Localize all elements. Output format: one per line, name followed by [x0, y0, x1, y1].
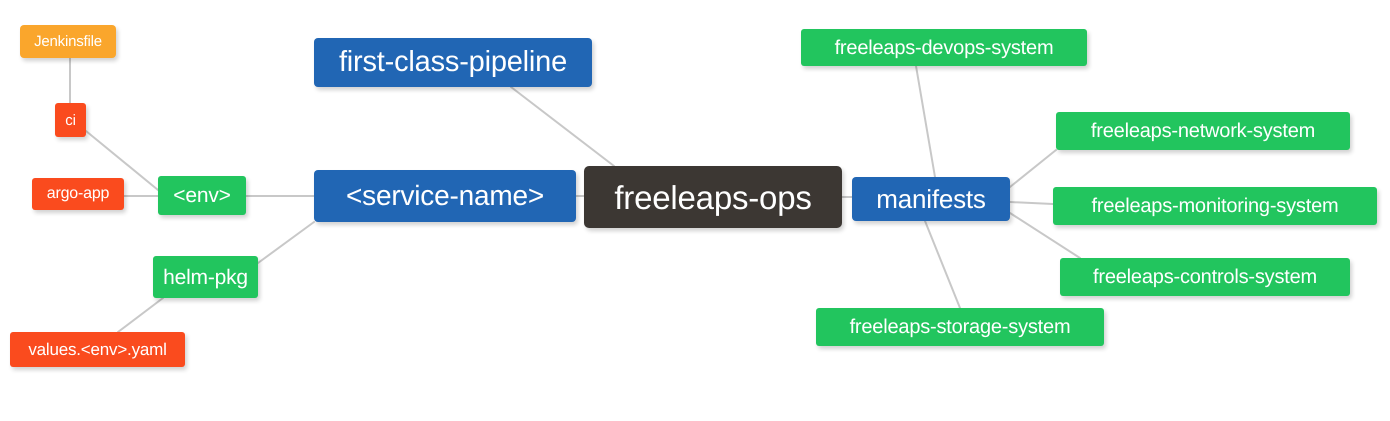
node-label: first-class-pipeline	[338, 46, 568, 78]
edge-first-class-pipeline-to-freeleaps-ops	[510, 86, 615, 167]
node-helm-pkg[interactable]: helm-pkg	[153, 256, 258, 298]
node-label: freeleaps-devops-system	[834, 36, 1054, 59]
node-freeleaps-monitoring-system[interactable]: freeleaps-monitoring-system	[1053, 187, 1377, 225]
node-argo-app[interactable]: argo-app	[32, 178, 124, 210]
node-service-name[interactable]: <service-name>	[314, 170, 576, 222]
node-label: argo-app	[46, 185, 110, 202]
node-label: <service-name>	[346, 180, 544, 211]
node-label: manifests	[876, 184, 986, 214]
node-label: freeleaps-monitoring-system	[1091, 195, 1339, 217]
node-jenkinsfile[interactable]: Jenkinsfile	[20, 25, 116, 58]
node-label: freeleaps-storage-system	[849, 316, 1071, 338]
node-label: freeleaps-network-system	[1090, 120, 1316, 142]
node-freeleaps-ops[interactable]: freeleaps-ops	[584, 166, 842, 228]
node-freeleaps-network-system[interactable]: freeleaps-network-system	[1056, 112, 1350, 150]
node-label: freeleaps-ops	[614, 178, 812, 216]
node-label: values.<env>.yaml	[28, 340, 167, 359]
edge-service-name-to-helm-pkg	[257, 221, 315, 264]
node-freeleaps-controls-system[interactable]: freeleaps-controls-system	[1060, 258, 1350, 296]
edge-manifests-to-freeleaps-monitoring-system	[1009, 201, 1054, 205]
node-env[interactable]: <env>	[158, 176, 246, 215]
node-label: ci	[65, 111, 76, 129]
edge-manifests-to-freeleaps-devops-system	[915, 65, 936, 178]
node-label: <env>	[173, 184, 231, 207]
node-manifests[interactable]: manifests	[852, 177, 1010, 221]
node-values-yaml[interactable]: values.<env>.yaml	[10, 332, 185, 367]
node-label: helm-pkg	[163, 265, 248, 289]
node-ci[interactable]: ci	[55, 103, 86, 137]
edge-helm-pkg-to-values-yaml	[117, 297, 164, 333]
node-label: Jenkinsfile	[34, 33, 102, 50]
node-label: freeleaps-controls-system	[1093, 266, 1317, 288]
node-first-class-pipeline[interactable]: first-class-pipeline	[314, 38, 592, 87]
edge-manifests-to-freeleaps-network-system	[1009, 149, 1057, 188]
node-freeleaps-storage-system[interactable]: freeleaps-storage-system	[816, 308, 1104, 346]
node-freeleaps-devops-system[interactable]: freeleaps-devops-system	[801, 29, 1087, 66]
edge-manifests-to-freeleaps-storage-system	[924, 220, 961, 309]
